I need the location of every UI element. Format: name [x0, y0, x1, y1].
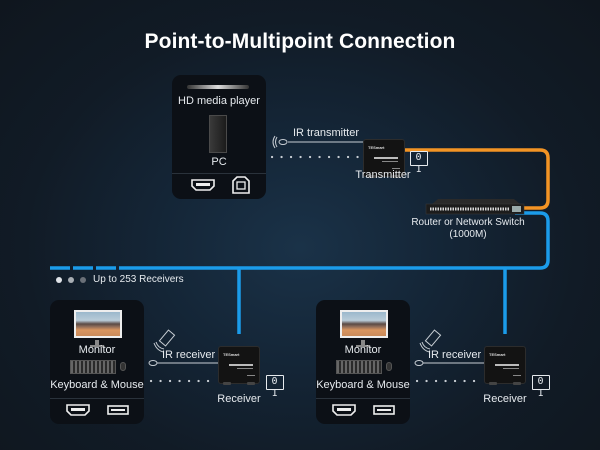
- receiver-brand-2: TESmart: [489, 352, 506, 357]
- receiver-dip-switch-2[interactable]: 0 1: [532, 375, 550, 399]
- hdmi-port-icon: [332, 404, 356, 416]
- network-switch-icon: [425, 199, 525, 215]
- monitor-icon: [74, 310, 122, 338]
- endpoint-card-1: Monitor Keyboard & Mouse: [50, 300, 144, 424]
- receiver-brand-1: TESmart: [223, 352, 240, 357]
- ir-emitter-icon: [272, 135, 288, 149]
- media-player-icon: [187, 85, 249, 89]
- usb-a-port-icon: [373, 405, 395, 415]
- usb-a-port-icon: [107, 405, 129, 415]
- keyboard-icon: [336, 360, 382, 374]
- transmitter-brand: TESmart: [368, 145, 385, 150]
- receiver-dip-switch-1[interactable]: 0 1: [266, 375, 284, 399]
- source-card: HD media player PC: [172, 75, 266, 199]
- more-dot-2: [68, 277, 74, 283]
- pc-label: PC: [211, 156, 227, 168]
- ir-receiver-label-2: IR receiver: [428, 349, 482, 361]
- receiver-label-1: Receiver: [217, 393, 261, 405]
- receiver-label-2: Receiver: [483, 393, 527, 405]
- transmitter-device[interactable]: TESmart: [363, 139, 405, 178]
- ir-receiver-label-1: IR receiver: [162, 349, 216, 361]
- mouse-icon: [120, 362, 126, 371]
- diagram-title: Point-to-Multipoint Connection: [144, 30, 456, 53]
- usb-b-port-icon: [232, 176, 250, 194]
- switch-label: Router or Network Switch: [411, 217, 525, 228]
- uplink-cable: [405, 148, 550, 210]
- monitor-icon: [340, 310, 388, 338]
- monitor-label: Monitor: [344, 344, 382, 356]
- hdmi-port-icon: [191, 179, 215, 191]
- hdmi-port-icon: [66, 404, 90, 416]
- keyboard-mouse-label: Keyboard & Mouse: [50, 379, 144, 391]
- ir-receiver-icon-1: [148, 329, 176, 366]
- ir-transmitter-label: IR transmitter: [293, 127, 360, 139]
- media-player-label: HD media player: [178, 95, 260, 107]
- pc-tower-icon: [209, 115, 227, 153]
- keyboard-icon: [70, 360, 116, 374]
- switch-speed-label: (1000M): [449, 229, 487, 240]
- receiver-count-label: Up to 253 Receivers: [93, 274, 184, 285]
- more-dot-3: [80, 277, 86, 283]
- monitor-label: Monitor: [78, 344, 116, 356]
- receiver-device-1[interactable]: TESmart: [218, 346, 260, 385]
- transmitter-dip-switch[interactable]: 0 1: [410, 151, 428, 175]
- keyboard-mouse-label: Keyboard & Mouse: [316, 379, 410, 391]
- transmitter-label: Transmitter: [355, 169, 411, 181]
- lan-cable-switch: [120, 211, 550, 270]
- endpoint-card-2: Monitor Keyboard & Mouse: [316, 300, 410, 424]
- mouse-icon: [386, 362, 392, 371]
- receiver-device-2[interactable]: TESmart: [484, 346, 526, 385]
- ir-receiver-icon-2: [414, 329, 442, 366]
- more-dot-1: [56, 277, 62, 283]
